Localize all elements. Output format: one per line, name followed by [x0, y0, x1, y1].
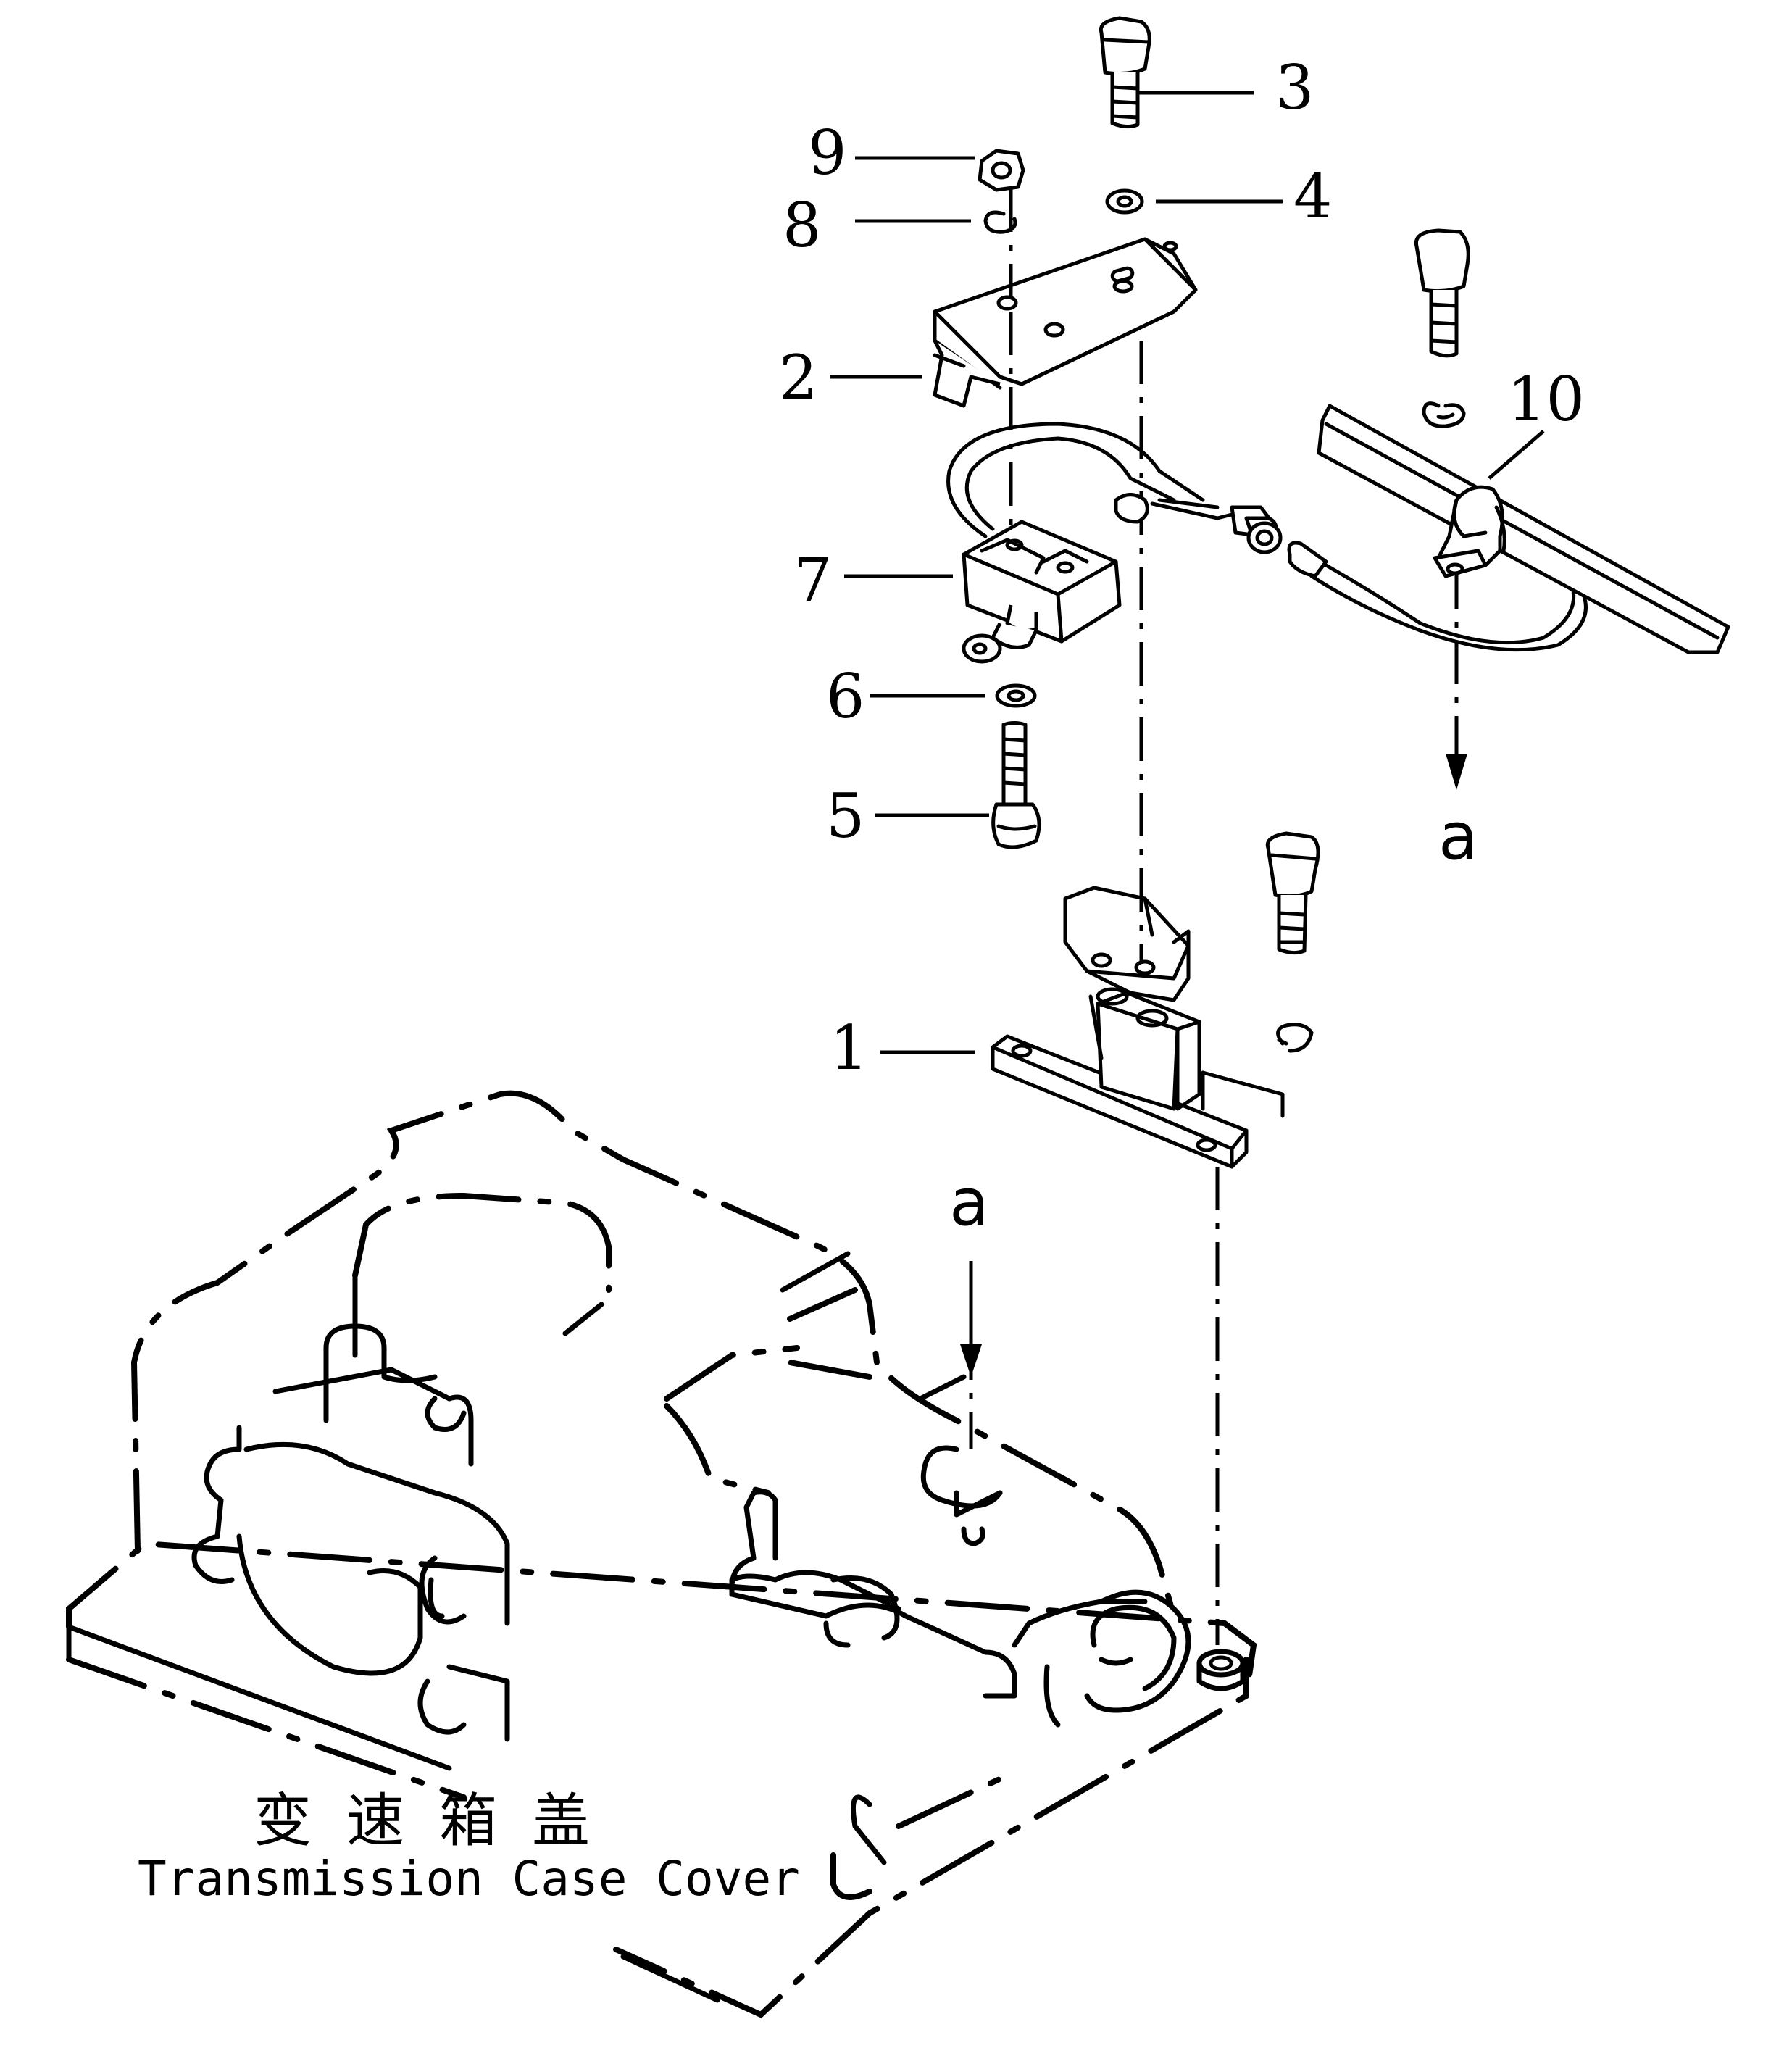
caption-english: Transmission Case Cover — [138, 1851, 800, 1907]
part-6-washer — [870, 683, 1037, 708]
part-8-lock-washer — [855, 210, 1017, 234]
connection-arrow-lower — [960, 1261, 982, 1449]
callout-8: 8 — [783, 190, 821, 261]
part-5-bolt — [875, 721, 1041, 849]
arrow-label-upper-a: a — [1438, 799, 1478, 875]
part-1-bracket — [991, 341, 1285, 1645]
callout-labels: 3 9 4 8 2 10 7 6 5 1 — [779, 52, 1585, 1083]
part-3-bolt — [1099, 16, 1254, 129]
callout-5: 5 — [826, 780, 864, 852]
callout-3: 3 — [1275, 52, 1314, 123]
caption-chinese: 变速箱盖 — [254, 1787, 625, 1854]
connection-arrow-upper — [1446, 565, 1467, 790]
part-10-clamp — [1317, 228, 1730, 654]
callout-9: 9 — [808, 117, 846, 188]
part-9-nut — [855, 149, 1025, 192]
callout-7: 7 — [793, 545, 832, 616]
arrow-label-lower-a: a — [949, 1165, 989, 1241]
callout-1: 1 — [830, 1012, 868, 1083]
part-7-switch — [844, 422, 1588, 664]
callout-2: 2 — [779, 342, 817, 413]
part-4-washer — [1105, 188, 1283, 215]
bolt-bracket — [1265, 831, 1320, 1053]
callout-10: 10 — [1507, 364, 1585, 435]
transmission-case-cover-drawing — [66, 1090, 1257, 2018]
callout-4: 4 — [1293, 161, 1332, 232]
part-2-plate — [830, 188, 1198, 536]
callout-6: 6 — [826, 661, 864, 732]
